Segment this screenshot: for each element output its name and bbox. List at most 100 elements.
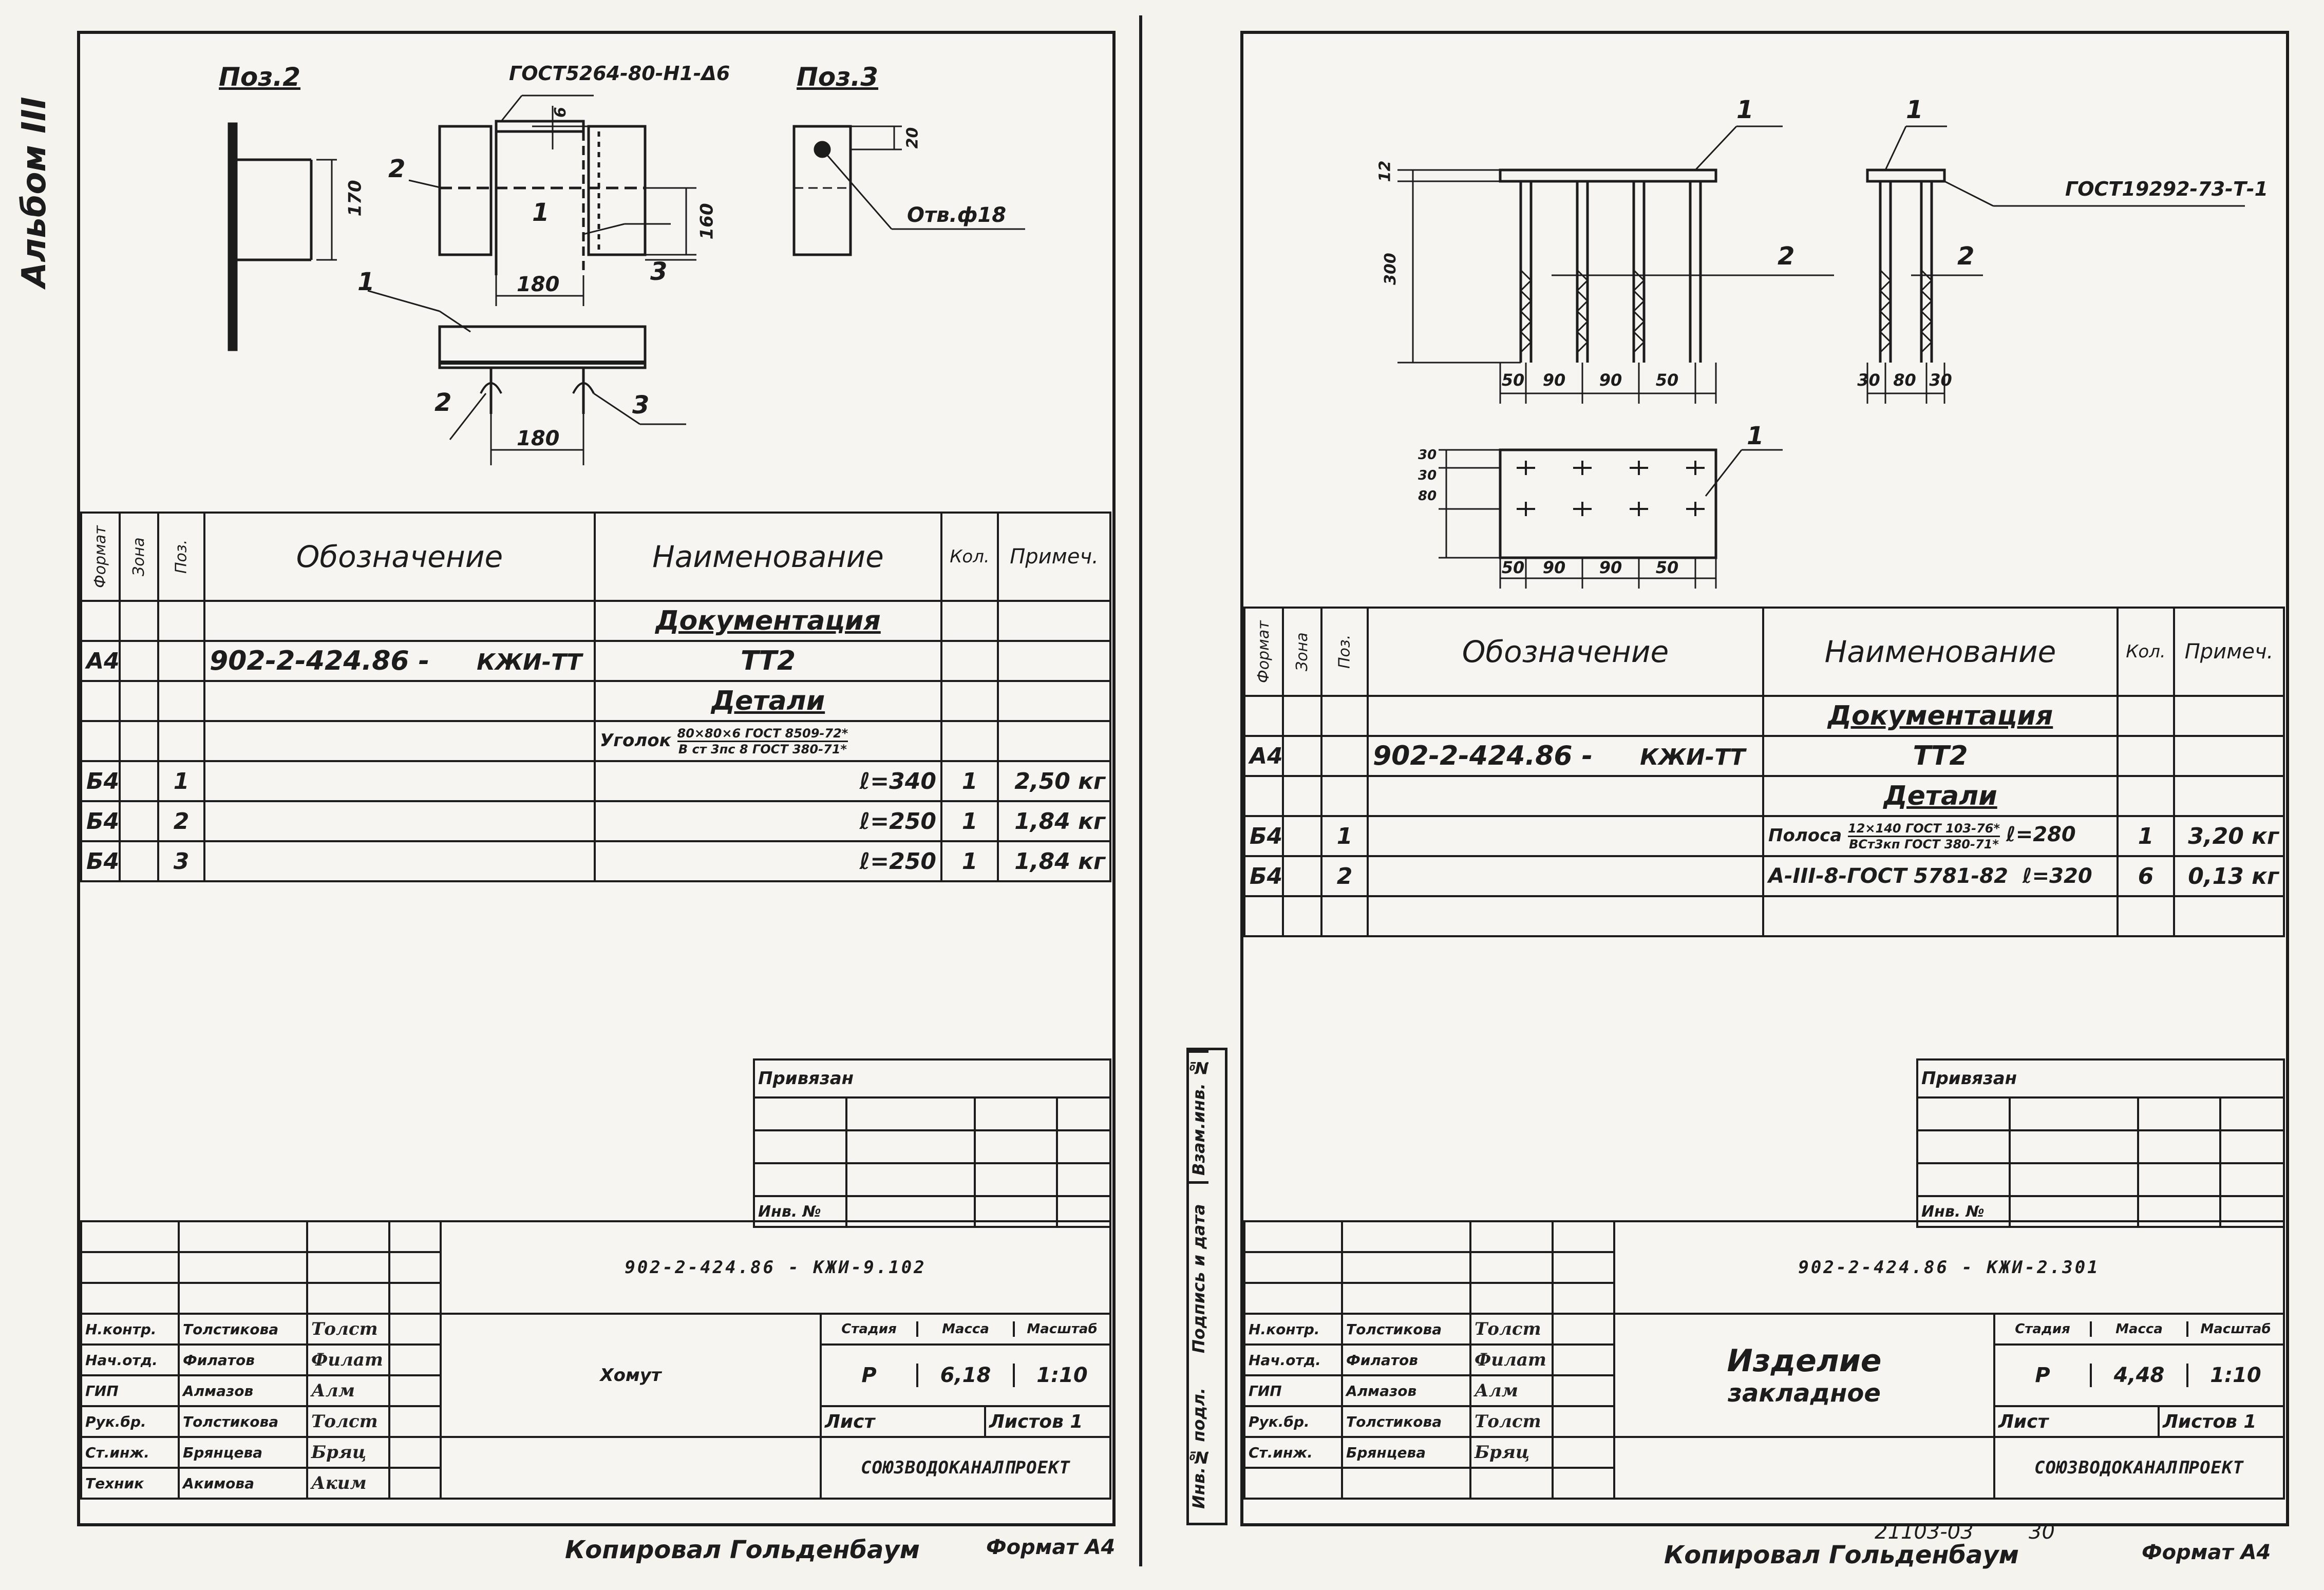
row-name: А-III-8-ГОСТ 5781-82 ℓ=320 xyxy=(1762,855,2119,897)
signature: Филат xyxy=(306,1343,390,1376)
dim-6: 6 xyxy=(551,107,570,118)
role-label: Нач.отд. xyxy=(80,1343,180,1376)
role-person: Брянцева xyxy=(1341,1436,1471,1469)
mass-value: 4,48 xyxy=(2092,1364,2188,1387)
dim-value: 30 xyxy=(1418,468,1437,483)
right-item-name: Изделие закладное xyxy=(1613,1313,1995,1438)
mass-label: Масса xyxy=(2092,1321,2188,1337)
right-doc-code: 902-2-424.86 - КЖИ-2.301 xyxy=(1613,1220,2285,1315)
right-side-strip: Взам.инв. № Подпись и дата Инв.№ подл. xyxy=(1186,1048,1227,1525)
row-pos: 1 xyxy=(157,760,205,802)
doc-name: ТТ2 xyxy=(594,640,942,682)
dim-value: 90 xyxy=(1542,558,1566,577)
left-footer-copied: Копировал Гольденбаум xyxy=(565,1536,920,1564)
row-name-text: А-III-8-ГОСТ 5781-82 xyxy=(1768,864,2008,888)
part-material-top: 80×80×6 ГОСТ 8509-72* xyxy=(677,726,848,742)
left-assembly-drawing xyxy=(228,94,1025,465)
role-person: Алмазов xyxy=(1341,1374,1471,1407)
role-label: ГИП xyxy=(1243,1374,1343,1407)
signature: Бряц xyxy=(1469,1436,1554,1469)
row-note: 3,20 кг xyxy=(2173,815,2285,857)
doc-format: А4 xyxy=(1243,735,1284,777)
dim-value: 80 xyxy=(1418,488,1437,504)
sheet-label: Лист xyxy=(820,1405,986,1438)
section-docs-row: Документация xyxy=(1243,695,2285,737)
signature: Аким xyxy=(306,1467,390,1500)
dims-plan-left: 30 30 80 xyxy=(1418,445,1437,506)
hole-label: Отв.ф18 xyxy=(907,203,1007,227)
row-length: ℓ=280 xyxy=(2006,822,2076,846)
dim-value: 90 xyxy=(1599,370,1622,390)
item-name-line2: закладное xyxy=(1728,1379,1881,1408)
callout-1-front: 1 xyxy=(357,268,375,296)
signature: Толст xyxy=(306,1313,390,1346)
row-note: 0,13 кг xyxy=(2173,855,2285,897)
doc-designation-suffix: КЖИ-ТТ xyxy=(477,649,582,675)
dim-value: 30 xyxy=(1929,370,1952,390)
role-person: Алмазов xyxy=(178,1374,308,1407)
row-length: ℓ=250 xyxy=(594,800,942,842)
role-label: Ст.инж. xyxy=(1243,1436,1343,1469)
col-format: Формат xyxy=(1244,608,1283,696)
role-person: Толстикова xyxy=(178,1313,308,1346)
stage-label: Стадия xyxy=(823,1321,918,1337)
doc-designation-code: 902-2-424.86 - xyxy=(210,646,430,676)
callout-1-side: 1 xyxy=(1906,96,1923,124)
role-label: ГИП xyxy=(80,1374,180,1407)
left-sheet: Поз.2 Поз.3 ГОСТ5264-80-Н1-Δ6 170 160 18… xyxy=(77,31,1116,1526)
dim-value: 90 xyxy=(1599,558,1622,577)
col-zone: Зона xyxy=(1283,608,1321,696)
right-binding-block: Привязан Инв. № xyxy=(1916,1058,2285,1228)
doc-designation-suffix: КЖИ-ТТ xyxy=(1640,744,1746,770)
col-note: Примеч. xyxy=(2173,607,2285,697)
dims-plan-bottom: 50 90 90 50 xyxy=(1500,558,1716,577)
left-spec-table: Формат Зона Поз. Обозначение Наименовани… xyxy=(80,512,1111,882)
album-label: Альбом III xyxy=(15,97,53,288)
row-qty: 1 xyxy=(940,840,999,882)
row-format: Б4 xyxy=(80,800,121,842)
right-title-block: 902-2-424.86 - КЖИ-2.301 Н.контр. Толсти… xyxy=(1243,1220,2285,1500)
signature: Бряц xyxy=(306,1436,390,1469)
sheets-label: Листов 1 xyxy=(984,1405,1111,1438)
dim-value: 50 xyxy=(1501,370,1525,390)
row-prefix: Полоса xyxy=(1768,825,1842,846)
role-label: Н.контр. xyxy=(80,1313,180,1346)
doc-format: А4 xyxy=(80,640,121,682)
col-name: Наименование xyxy=(1762,607,2119,697)
dim-value: 50 xyxy=(1655,370,1679,390)
section-docs: Документация xyxy=(655,605,881,636)
col-qty: Кол. xyxy=(940,512,999,602)
part-material-row: Уголок 80×80×6 ГОСТ 8509-72*В ст 3пс 8 Г… xyxy=(80,720,1111,762)
signature: Алм xyxy=(1469,1374,1554,1407)
right-footer-copied: Копировал Гольденбаум xyxy=(1664,1541,2019,1569)
role-label: Техник xyxy=(80,1467,180,1500)
sheet-label: Лист xyxy=(1993,1405,2160,1438)
left-org-name: СОЮЗВОДОКАНАЛПРОЕКТ xyxy=(820,1436,1111,1500)
role-label: Ст.инж. xyxy=(80,1436,180,1469)
doc-name: ТТ2 xyxy=(1762,735,2119,777)
dim-300: 300 xyxy=(1381,253,1400,285)
right-org-name: СОЮЗВОДОКАНАЛПРОЕКТ xyxy=(1993,1436,2285,1500)
role-label: Рук.бр. xyxy=(1243,1405,1343,1438)
col-format: Формат xyxy=(81,513,120,601)
row-format: Б4 xyxy=(1243,815,1284,857)
signature: Толст xyxy=(1469,1313,1554,1346)
part-material-bottom: В ст 3пс 8 ГОСТ 380-71* xyxy=(678,742,847,756)
role-person: Толстикова xyxy=(1341,1313,1471,1346)
part-material-prefix: Уголок xyxy=(600,730,671,751)
row-pos: 3 xyxy=(157,840,205,882)
callout-2-front: 2 xyxy=(434,388,452,417)
weld-gost-label: ГОСТ19292-73-Т-1 xyxy=(2065,178,2269,200)
right-assembly-drawing xyxy=(1397,125,2245,589)
row-format: Б4 xyxy=(1243,855,1284,897)
scale-value: 1:10 xyxy=(1036,1364,1088,1387)
sheets-label: Листов 1 xyxy=(2158,1405,2285,1438)
mass-label: Масса xyxy=(918,1321,1015,1337)
doc-designation: 902-2-424.86 - КЖИ-ТТ xyxy=(203,640,596,682)
role-label: Нач.отд. xyxy=(1243,1343,1343,1376)
row-name: Полоса 12×140 ГОСТ 103-76*ВСт3кп ГОСТ 38… xyxy=(1762,815,2119,857)
doc-designation-code: 902-2-424.86 - xyxy=(1373,741,1593,771)
mass-value: 6,18 xyxy=(918,1364,1015,1387)
